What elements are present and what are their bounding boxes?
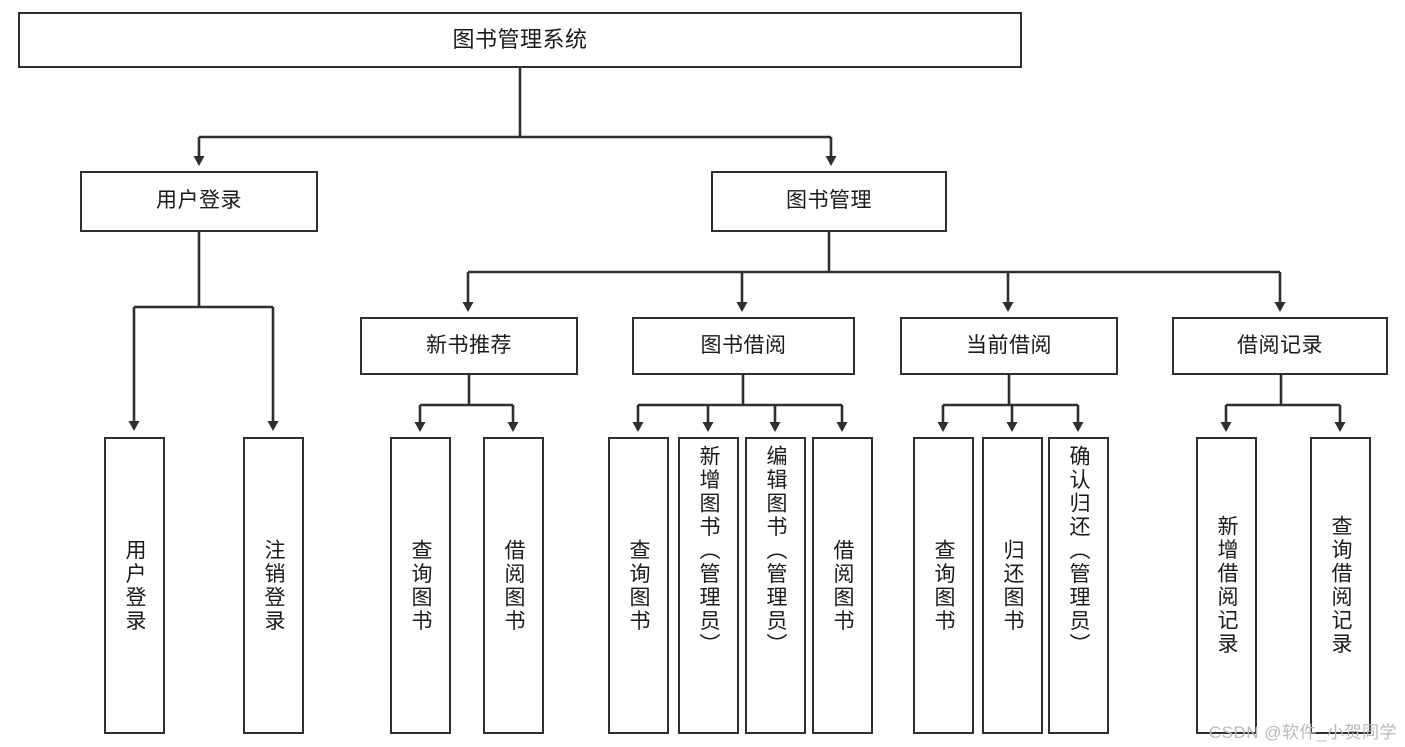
node-current-borrow-label: 当前借阅: [966, 333, 1052, 357]
node-leaf-borrow-book-2-label: 借阅图书: [831, 538, 854, 633]
node-leaf-user-login-label: 用户登录: [123, 538, 146, 633]
node-new-book-recommend-label: 新书推荐: [426, 333, 512, 357]
node-book-borrow-label: 图书借阅: [700, 333, 787, 357]
node-leaf-query-book-2-label: 查询图书: [627, 538, 650, 633]
node-new-book-recommend[interactable]: 新书推荐: [360, 317, 578, 375]
node-leaf-borrow-book-1-label: 借阅图书: [502, 538, 525, 633]
node-leaf-query-book-3[interactable]: 查询图书: [913, 437, 974, 734]
node-leaf-query-book-2[interactable]: 查询图书: [608, 437, 669, 734]
node-book-manage-label: 图书管理: [786, 189, 872, 213]
node-borrow-record[interactable]: 借阅记录: [1172, 317, 1388, 375]
node-leaf-borrow-book-1[interactable]: 借阅图书: [483, 437, 544, 734]
node-leaf-query-borrow-record[interactable]: 查询借阅记录: [1310, 437, 1371, 734]
node-leaf-edit-book-admin-label: 编辑图书（管理员）: [764, 445, 787, 657]
node-leaf-add-book-admin-label: 新增图书（管理员）: [697, 445, 720, 657]
node-leaf-add-book-admin[interactable]: 新增图书（管理员）: [678, 437, 739, 734]
node-current-borrow[interactable]: 当前借阅: [900, 317, 1118, 375]
node-borrow-record-label: 借阅记录: [1237, 333, 1323, 357]
node-leaf-query-book-1[interactable]: 查询图书: [390, 437, 451, 734]
node-leaf-borrow-book-2[interactable]: 借阅图书: [812, 437, 873, 734]
node-leaf-return-book-label: 归还图书: [1001, 538, 1024, 633]
node-leaf-query-book-1-label: 查询图书: [409, 538, 432, 633]
node-book-manage[interactable]: 图书管理: [711, 171, 947, 232]
node-leaf-query-borrow-record-label: 查询借阅记录: [1329, 515, 1352, 656]
node-leaf-query-book-3-label: 查询图书: [932, 538, 955, 633]
node-leaf-add-borrow-record[interactable]: 新增借阅记录: [1196, 437, 1257, 734]
node-leaf-user-login[interactable]: 用户登录: [104, 437, 165, 734]
node-user-login[interactable]: 用户登录: [80, 171, 318, 232]
node-leaf-edit-book-admin[interactable]: 编辑图书（管理员）: [745, 437, 806, 734]
node-root-system[interactable]: 图书管理系统: [18, 12, 1022, 68]
node-leaf-return-book[interactable]: 归还图书: [982, 437, 1043, 734]
node-leaf-add-borrow-record-label: 新增借阅记录: [1215, 515, 1238, 656]
node-book-borrow[interactable]: 图书借阅: [632, 317, 855, 375]
node-leaf-confirm-return-admin-label: 确认归还（管理员）: [1067, 445, 1090, 657]
node-leaf-confirm-return-admin[interactable]: 确认归还（管理员）: [1048, 437, 1109, 734]
node-leaf-logout-login-label: 注销登录: [262, 538, 285, 633]
node-root-system-label: 图书管理系统: [452, 27, 588, 53]
node-user-login-label: 用户登录: [156, 189, 242, 213]
node-leaf-logout-login[interactable]: 注销登录: [243, 437, 304, 734]
